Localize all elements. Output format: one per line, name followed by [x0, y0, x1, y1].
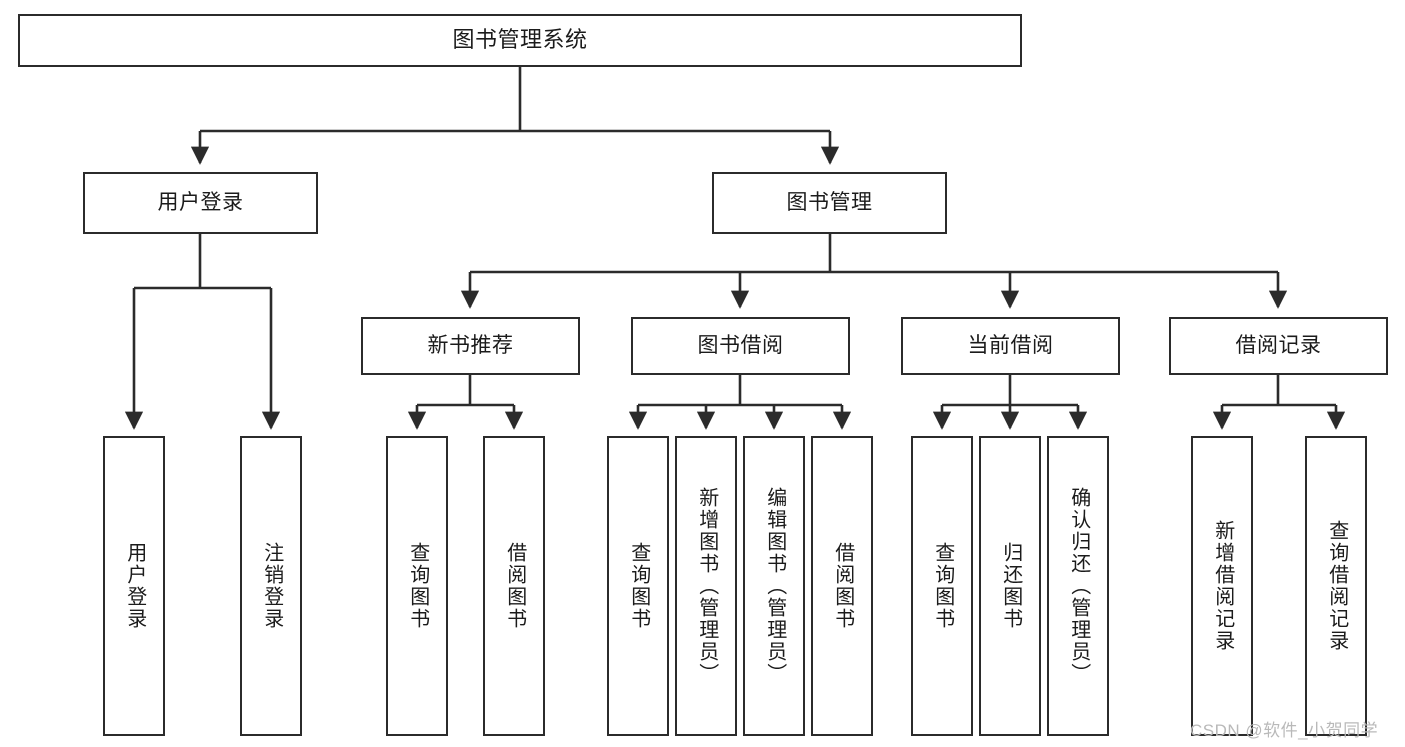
leaf-add-borrow-record[interactable]: 新增借阅记录	[1191, 436, 1253, 736]
node-label: 编辑图书（管理员）	[763, 487, 786, 685]
leaf-user-login[interactable]: 用户登录	[103, 436, 165, 736]
node-label: 借阅记录	[1235, 334, 1322, 358]
leaf-return-books[interactable]: 归还图书	[979, 436, 1041, 736]
leaf-query-books-borrow[interactable]: 查询图书	[607, 436, 669, 736]
node-borrow-record[interactable]: 借阅记录	[1169, 317, 1388, 375]
node-label: 归还图书	[999, 542, 1022, 630]
node-label: 注销登录	[260, 542, 283, 630]
leaf-edit-book-admin[interactable]: 编辑图书（管理员）	[743, 436, 805, 736]
node-label: 当前借阅	[967, 334, 1054, 358]
node-label: 图书管理	[786, 191, 873, 215]
node-current-borrow[interactable]: 当前借阅	[901, 317, 1120, 375]
node-label: 新增借阅记录	[1211, 520, 1234, 652]
leaf-query-borrow-record[interactable]: 查询借阅记录	[1305, 436, 1367, 736]
leaf-logout-login[interactable]: 注销登录	[240, 436, 302, 736]
node-label: 图书管理系统	[452, 27, 588, 53]
leaf-query-books-current[interactable]: 查询图书	[911, 436, 973, 736]
node-book-management[interactable]: 图书管理	[712, 172, 947, 234]
node-label: 查询图书	[931, 542, 954, 630]
leaf-confirm-return-admin[interactable]: 确认归还（管理员）	[1047, 436, 1109, 736]
node-label: 确认归还（管理员）	[1067, 487, 1090, 685]
node-label: 查询图书	[627, 542, 650, 630]
leaf-query-books-recommend[interactable]: 查询图书	[386, 436, 448, 736]
node-user-login[interactable]: 用户登录	[83, 172, 318, 234]
node-label: 查询图书	[406, 542, 429, 630]
node-label: 用户登录	[157, 191, 244, 215]
node-label: 借阅图书	[503, 542, 526, 630]
node-label: 新书推荐	[427, 334, 514, 358]
node-label: 图书借阅	[697, 334, 784, 358]
node-label: 新增图书（管理员）	[695, 487, 718, 685]
node-label: 查询借阅记录	[1325, 520, 1348, 652]
leaf-add-book-admin[interactable]: 新增图书（管理员）	[675, 436, 737, 736]
node-new-book-recommend[interactable]: 新书推荐	[361, 317, 580, 375]
node-book-borrow[interactable]: 图书借阅	[631, 317, 850, 375]
node-root-system[interactable]: 图书管理系统	[18, 14, 1022, 67]
csdn-watermark: CSDN @软件_小贺同学	[1190, 721, 1379, 740]
node-label: 用户登录	[123, 542, 146, 630]
leaf-borrow-books[interactable]: 借阅图书	[811, 436, 873, 736]
node-label: 借阅图书	[831, 542, 854, 630]
leaf-borrow-books-recommend[interactable]: 借阅图书	[483, 436, 545, 736]
